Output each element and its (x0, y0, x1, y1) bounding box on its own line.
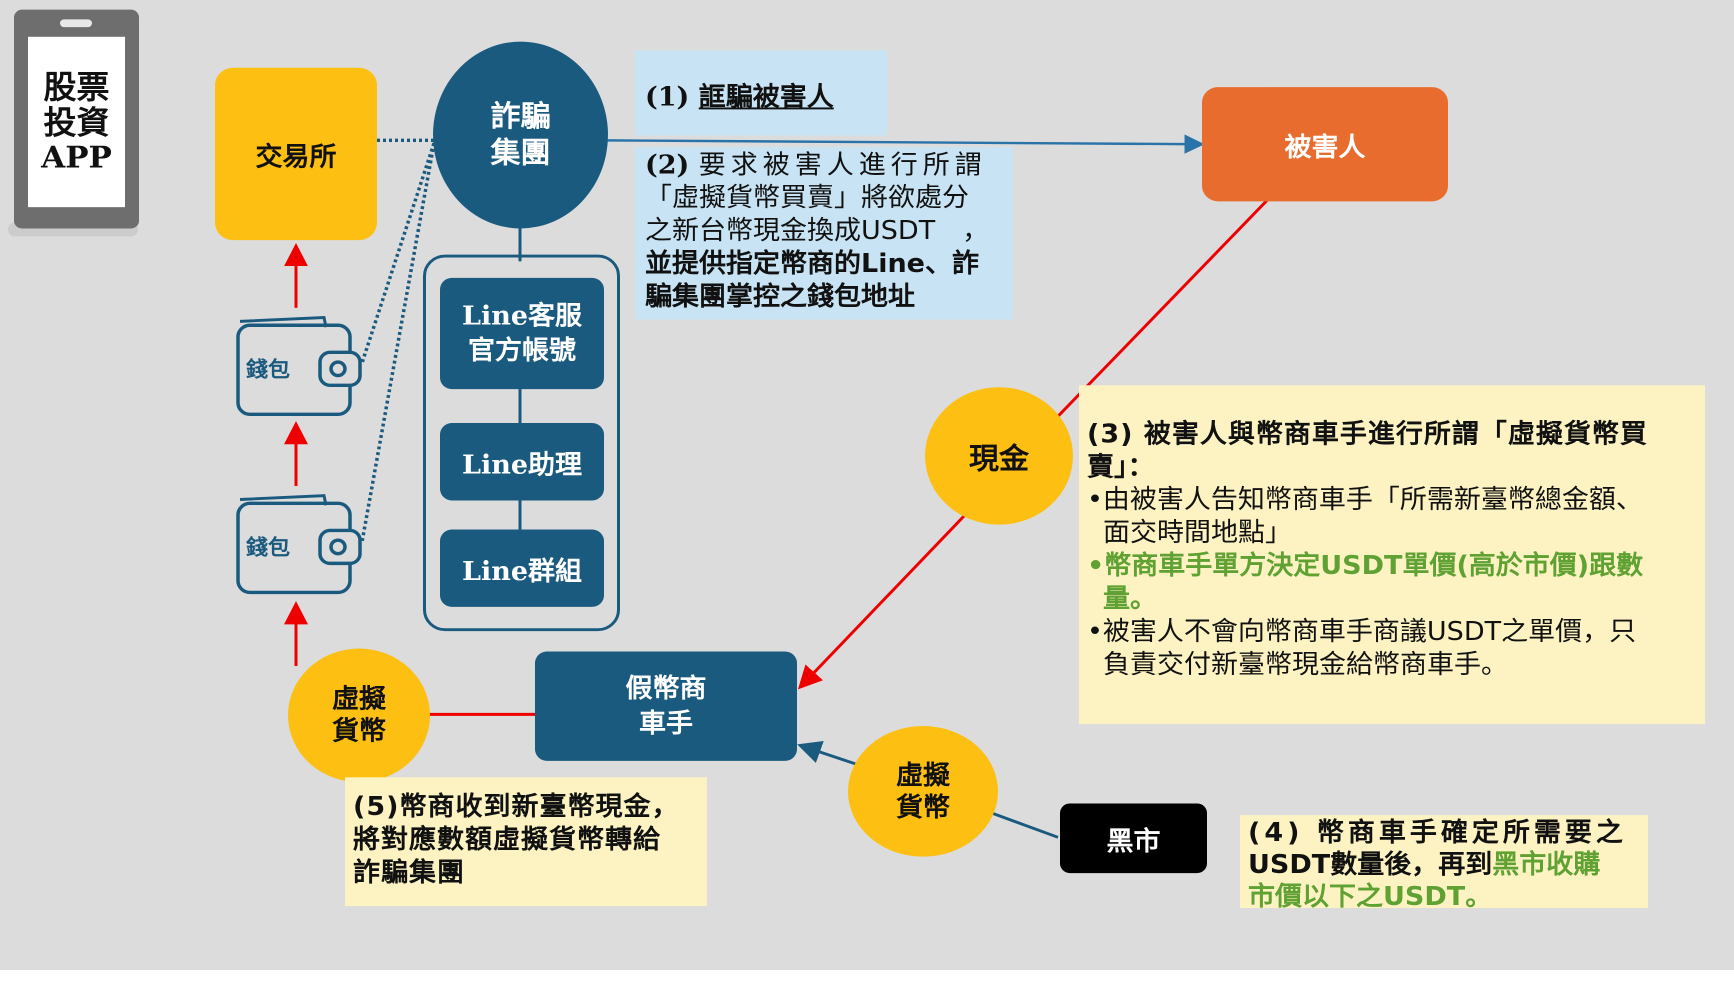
crypto-left-node: 虛擬 貨幣 (288, 648, 430, 783)
step4-line1: (4) 幣商車手確定所需要之 (1248, 817, 1627, 848)
phone-app: 股票 投資 APP (14, 9, 139, 229)
arrow-cash-dealer (797, 513, 967, 690)
fake-dealer-line1: 假幣商 (625, 673, 707, 704)
step4-line2: USDT數量後，再到黑市收購 (1248, 849, 1642, 881)
line-assistant-label: Line助理 (461, 449, 583, 480)
step2-line5: 騙集團掌控之錢包地址 (645, 281, 915, 312)
crypto-right-line2: 貨幣 (896, 792, 950, 823)
black-market-box: 黑市 (1060, 803, 1207, 874)
crypto-right-node: 虛擬 貨幣 (848, 726, 998, 857)
wallet-top: 錢包 (234, 310, 364, 418)
wallet-bottom-label: 錢包 (246, 536, 291, 561)
arrow-crypto-dealer (797, 741, 859, 767)
step4-line3: 市價以下之USDT。 (1248, 881, 1493, 912)
wallet-bottom: 錢包 (234, 488, 364, 596)
step1-num: (1) (645, 82, 690, 113)
cash-label: 現金 (969, 442, 1029, 477)
connector-layer (8, 134, 1270, 839)
phone-label-line1: 股票 (43, 67, 110, 106)
phone-label-line2: 投資 (43, 103, 110, 141)
crypto-left-line2: 貨幣 (332, 716, 386, 747)
line-cs-line1: Line客服 (461, 300, 583, 331)
step4-note: (4) 幣商車手確定所需要之 USDT數量後，再到黑市收購 市價以下之USDT。 (1240, 815, 1648, 912)
step2-line1: 要求被害人進行所謂 (698, 150, 987, 181)
step5-note: (5)幣商收到新臺幣現金， 將對應數額虛擬貨幣轉給 詐騙集團 (345, 777, 707, 907)
line-cs-box: Line客服 官方帳號 (440, 277, 604, 390)
scam-group-line2: 集團 (490, 136, 551, 170)
step3-title2: 賣」： (1087, 452, 1155, 483)
line-channels-panel (423, 254, 620, 632)
step2-line4: 並提供指定幣商的Line、詐 (645, 248, 979, 279)
step2-line1-row: (2) 要求被害人進行所謂 (645, 149, 1009, 182)
line-victim-cash (1056, 198, 1270, 418)
step3-b3-line2: 負責交付新臺幣現金給幣商車手。 (1103, 649, 1508, 680)
step2-note: (2) 要求被害人進行所謂 「虛擬貨幣買賣」將欲處分 之新台幣現金換成USDT … (635, 147, 1013, 320)
scam-group-line1: 詐騙 (490, 99, 551, 134)
phone-label-line3: APP (41, 139, 112, 175)
step3-b1-line1: •由被害人告知幣商車手「所需新臺幣總金額、 (1087, 484, 1643, 515)
step5-line1: (5)幣商收到新臺幣現金， (353, 791, 680, 822)
wallet-bottom-icon (236, 494, 362, 595)
wallet-top-icon (236, 315, 362, 416)
line-cs-line2: 官方帳號 (468, 335, 576, 366)
step4-line2b: 黑市收購 (1492, 849, 1601, 880)
wallet-top-label: 錢包 (246, 358, 291, 383)
step3-b3-line1: •被害人不會向幣商車手商議USDT之單價，只 (1087, 616, 1637, 647)
step2-line3: 之新台幣現金換成USDT ， (645, 215, 990, 246)
fake-dealer-line2: 車手 (639, 708, 693, 739)
step2-line2: 「虛擬貨幣買賣」將欲處分 (645, 182, 969, 213)
line-assistant-box: Line助理 (440, 423, 604, 501)
black-market-label: 黑市 (1106, 826, 1161, 857)
step4-line2a: USDT數量後，再到 (1248, 849, 1493, 880)
arrow-scam-to-victim (604, 134, 1205, 154)
diagram-canvas: 股票 投資 APP 交易所 詐騙 集團 Line客服 官方帳號 Line助理 L… (8, 9, 1705, 912)
step3-b2-line1: •幣商車手單方決定USDT單價(高於市價)跟數 (1087, 550, 1644, 581)
victim-box: 被害人 (1202, 87, 1448, 202)
step5-line2: 將對應數額虛擬貨幣轉給 (353, 824, 661, 855)
line-group-label: Line群組 (461, 556, 583, 587)
phone-screen: 股票 投資 APP (28, 36, 125, 208)
step1-text: 誆騙被害人 (698, 82, 834, 113)
phone-speaker (60, 19, 92, 28)
exchange-box: 交易所 (215, 67, 377, 241)
cash-node: 現金 (925, 387, 1073, 525)
step3-note: (3) 被害人與幣商車手進行所謂「虛擬貨幣買 賣」： •由被害人告知幣商車手「所… (1079, 385, 1705, 725)
step1-note: (1) 誆騙被害人 (635, 50, 887, 136)
diagram-stage: 股票 投資 APP 交易所 詐騙 集團 Line客服 官方帳號 Line助理 L… (0, 0, 1734, 970)
scam-group-node: 詐騙 集團 (433, 41, 608, 229)
step3-b2-line2: 量。 (1103, 583, 1157, 614)
step3-title1: (3) 被害人與幣商車手進行所謂「虛擬貨幣買 (1087, 419, 1648, 450)
line-black-crypto (991, 811, 1059, 839)
line-group-box: Line群組 (440, 529, 604, 607)
dotted-scam-wallet-top (360, 142, 436, 364)
step3-b1-line2: 面交時間地點」 (1103, 517, 1292, 548)
dotted-scam-wallet-bottom (360, 142, 436, 543)
crypto-right-line1: 虛擬 (896, 760, 950, 791)
step5-line3: 詐騙集團 (353, 857, 465, 888)
victim-label: 被害人 (1284, 132, 1366, 163)
crypto-left-line1: 虛擬 (332, 684, 386, 715)
step2-num: (2) (645, 150, 690, 181)
fake-dealer-box: 假幣商 車手 (535, 651, 797, 761)
exchange-label: 交易所 (255, 141, 337, 172)
